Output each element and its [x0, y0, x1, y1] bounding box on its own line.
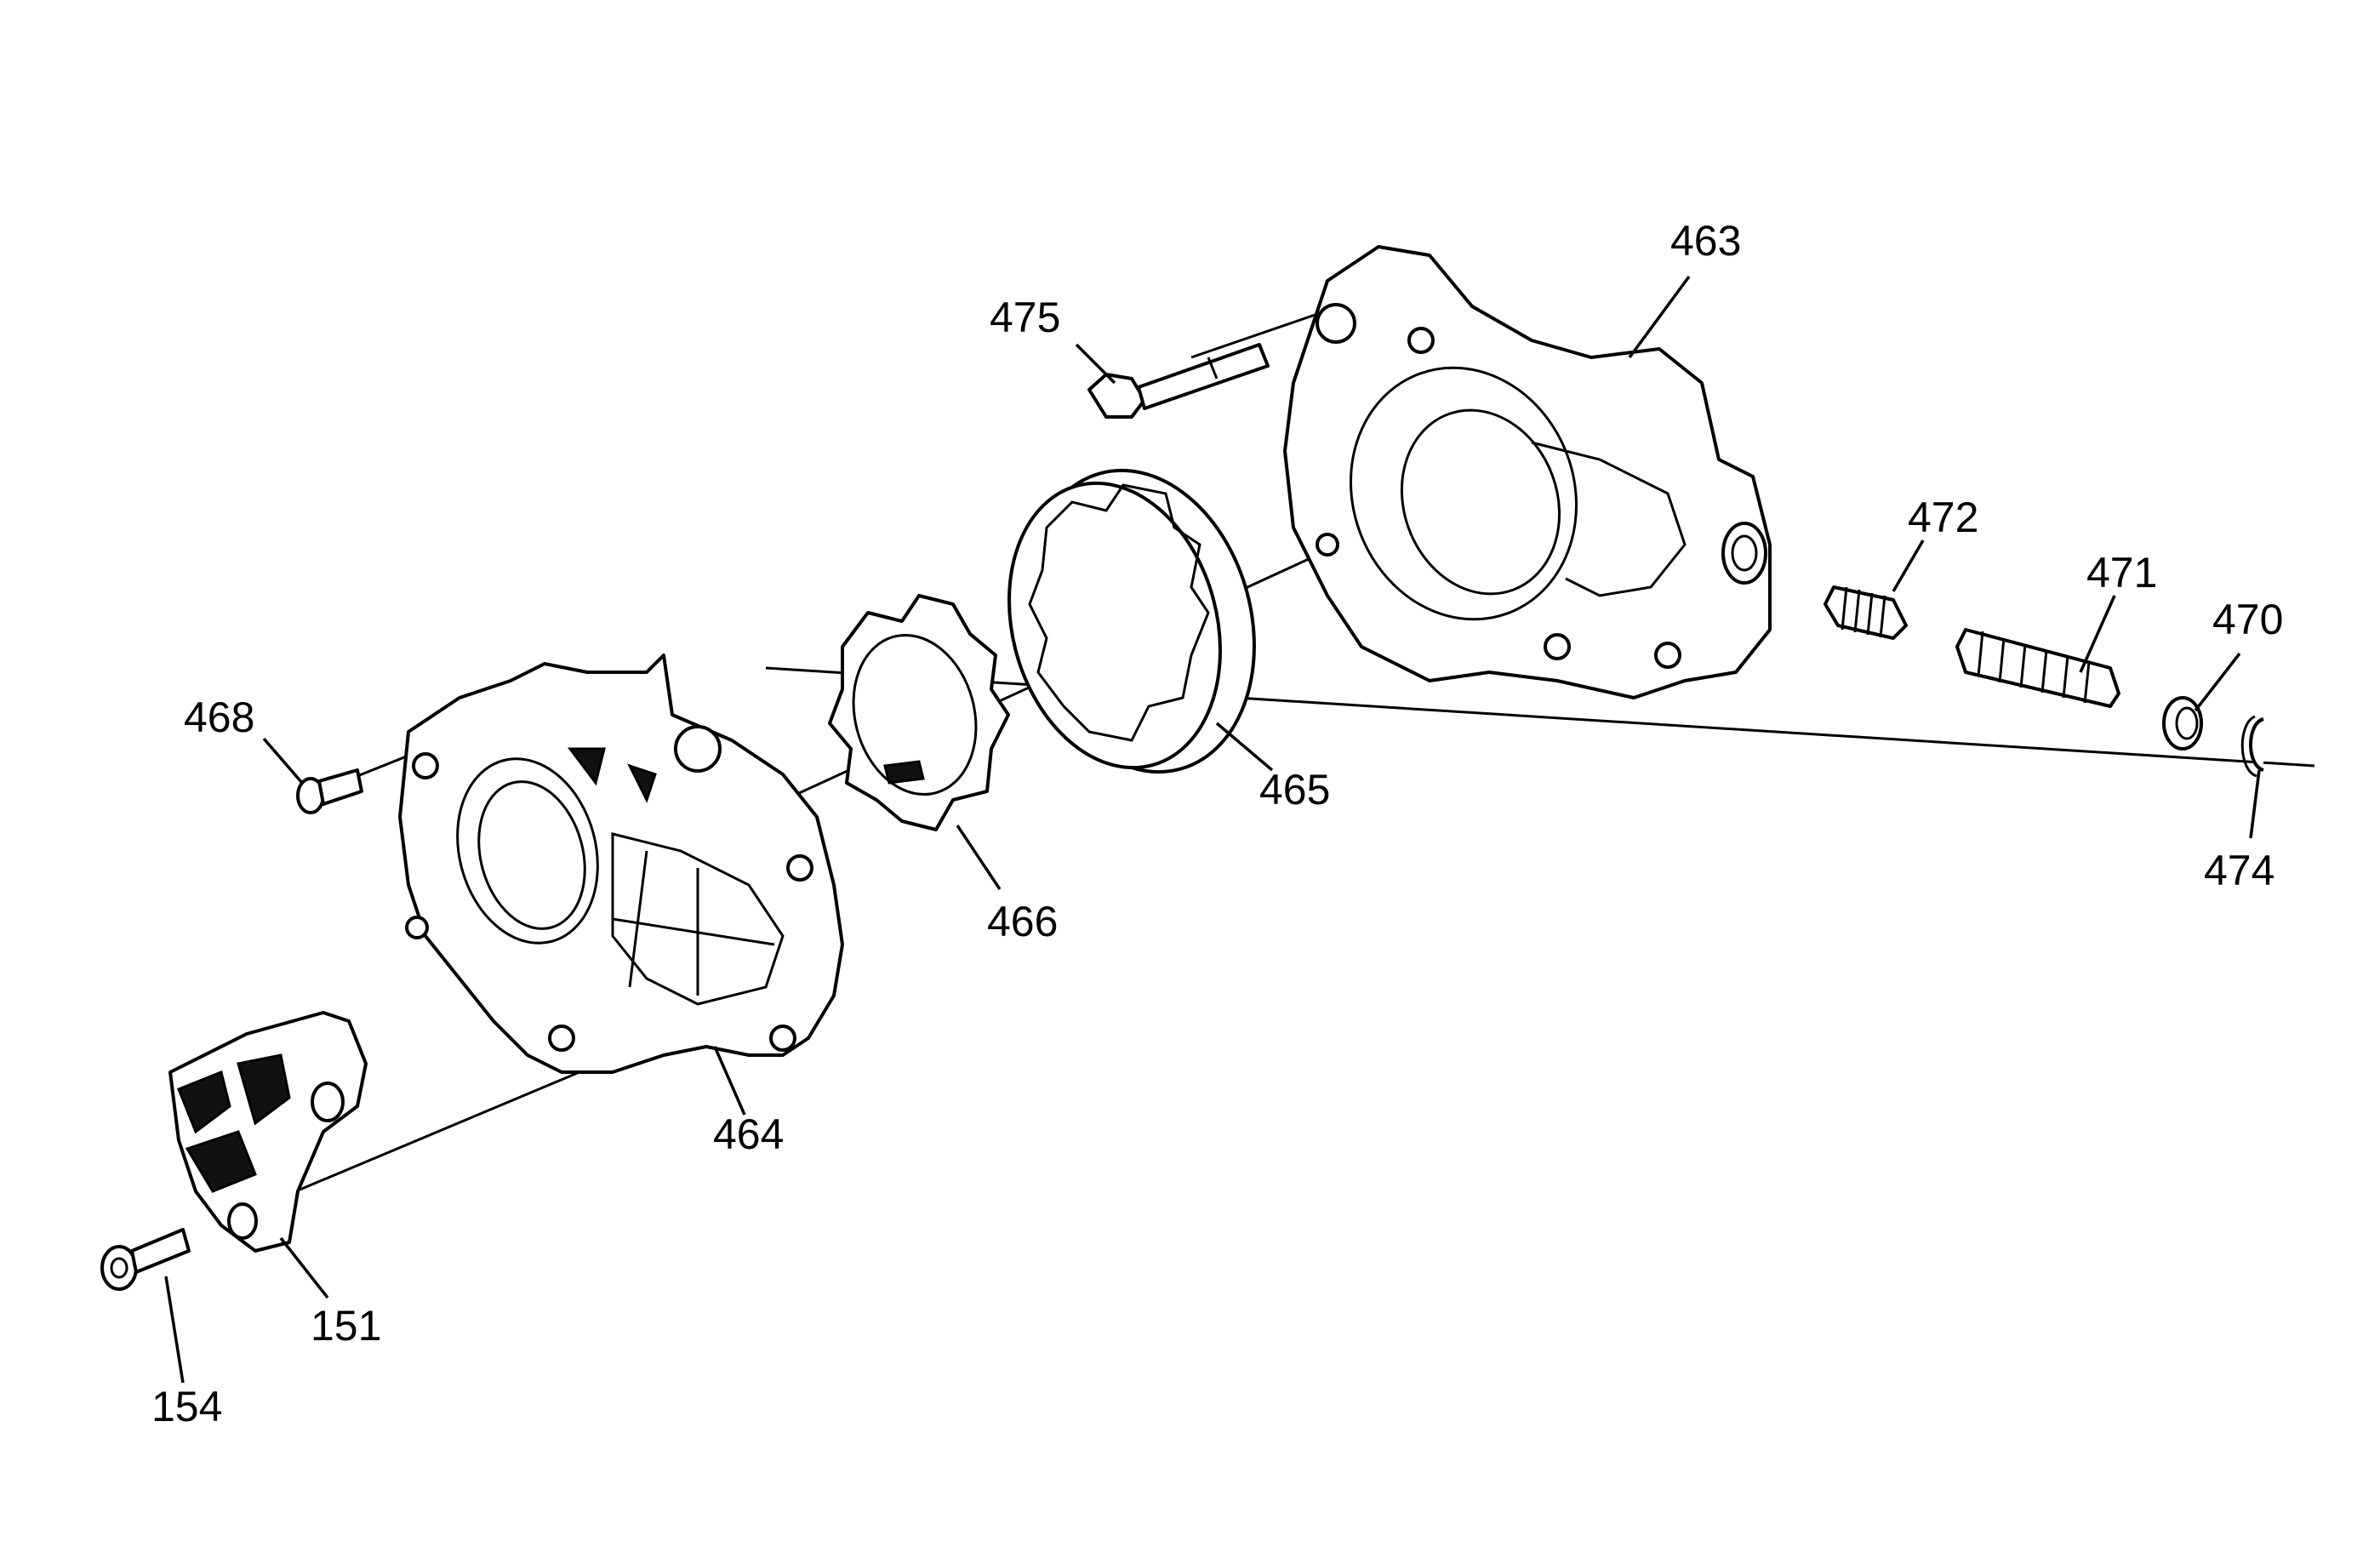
- callout-471: 471: [2086, 549, 2157, 596]
- callout-154: 154: [151, 1383, 222, 1430]
- callout-468: 468: [184, 694, 254, 741]
- washer-470: [2162, 696, 2203, 751]
- inner-rotor-466: [828, 594, 1010, 831]
- callout-470: 470: [2212, 596, 2283, 643]
- callout-475: 475: [990, 294, 1060, 341]
- callout-151: 151: [311, 1302, 381, 1350]
- bolt-475: [1087, 343, 1270, 419]
- callout-466: 466: [987, 898, 1058, 945]
- leader-lines: [164, 275, 2261, 1384]
- pump-housing-463: [1283, 245, 1772, 699]
- callout-465: 465: [1259, 766, 1330, 813]
- callout-474: 474: [2204, 847, 2274, 894]
- bracket-151: [168, 1011, 368, 1253]
- bolt-468: [296, 768, 363, 814]
- spring-471: [1955, 628, 2120, 708]
- spring-472: [1824, 585, 1908, 640]
- callout-472: 472: [1908, 494, 1978, 541]
- callout-labels: 463 475 472 471 470 474 465 466 468 464 …: [151, 217, 2283, 1430]
- callout-464: 464: [713, 1110, 784, 1158]
- pump-cover-464: [398, 654, 844, 1074]
- bolt-154: [100, 1228, 191, 1291]
- outer-rotor-465: [1007, 468, 1256, 774]
- retaining-ring-474: [2240, 715, 2264, 778]
- callout-463: 463: [1670, 217, 1741, 265]
